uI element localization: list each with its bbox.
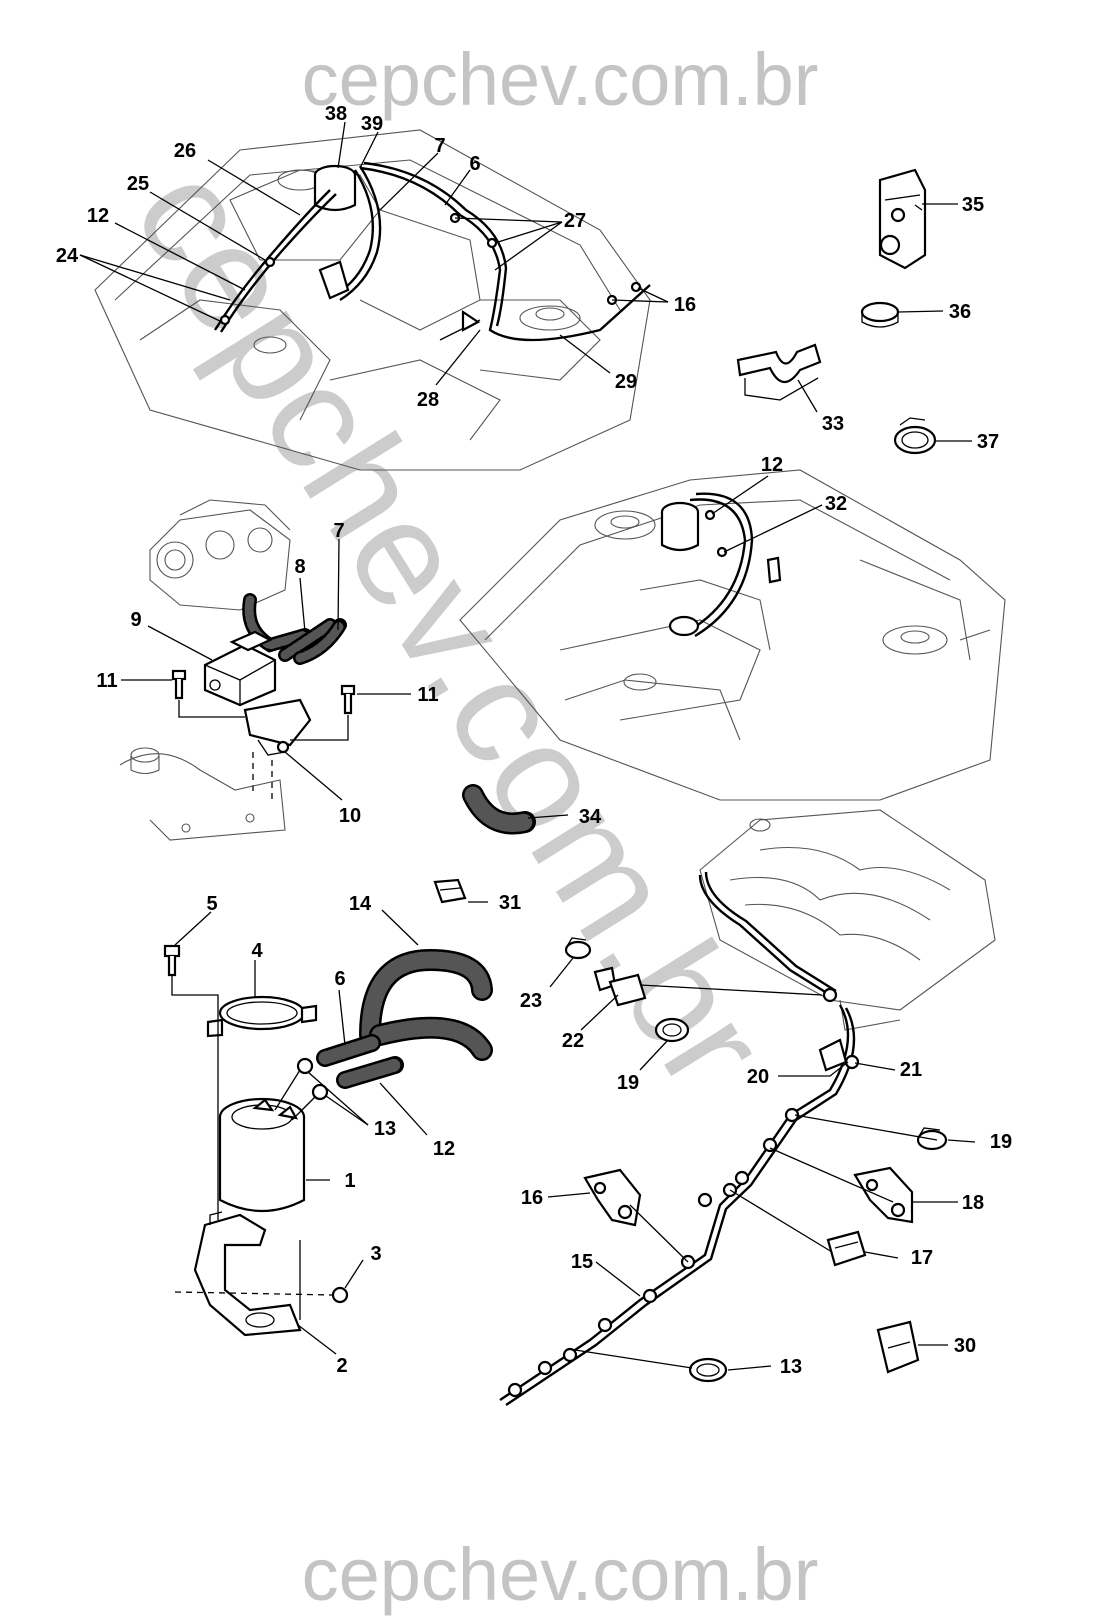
callout-29: 29: [615, 371, 637, 393]
callout-1: 1: [344, 1170, 355, 1192]
canister-body-top: [313, 175, 357, 212]
callout-16-top: 16: [674, 294, 696, 316]
callout-28: 28: [417, 389, 439, 411]
clamp-part23: [564, 937, 592, 960]
canister-part1: [218, 1097, 306, 1213]
callout-19-left: 19: [617, 1072, 639, 1094]
bracket-part10: [243, 698, 312, 756]
callout-11-left: 11: [96, 670, 117, 692]
callout-24: 24: [56, 245, 79, 267]
hose-route-6: [359, 166, 651, 342]
bracket-part33: [736, 343, 822, 401]
callout-13-left: 13: [374, 1118, 396, 1140]
callout-38: 38: [325, 103, 347, 125]
callout-labels: 38 39 7 6 26 25 12 24 27 16 28 29 35 36 …: [56, 103, 1012, 1378]
callout-8: 8: [294, 556, 305, 578]
watermark-bottom: cepchev.com.br: [302, 1533, 819, 1616]
callout-25: 25: [127, 173, 149, 195]
callout-10: 10: [339, 805, 361, 827]
clip-part30: [876, 1320, 920, 1374]
callout-3: 3: [370, 1243, 381, 1265]
callout-35: 35: [962, 194, 984, 216]
callout-39: 39: [361, 113, 383, 135]
clamp-part36: [860, 301, 900, 328]
callout-5: 5: [206, 893, 217, 915]
fitting-part13-left: [296, 1057, 329, 1101]
callout-11-right: 11: [417, 684, 438, 706]
hose-route-7: [334, 169, 375, 297]
callout-6-bottom: 6: [334, 968, 345, 990]
clamp-part37: [893, 417, 937, 455]
callout-22: 22: [562, 1030, 584, 1052]
callout-26: 26: [174, 140, 196, 162]
callout-19-right: 19: [990, 1131, 1012, 1153]
screw-part11-right: [340, 684, 356, 715]
engine-bay-top-view: [94, 129, 651, 471]
fuel-line-part15: [499, 1004, 850, 1401]
watermark-top: cepchev.com.br: [302, 38, 819, 121]
nut-part3: [331, 1286, 349, 1304]
callout-16-bottom: 16: [521, 1187, 543, 1209]
clip-part17: [826, 1230, 867, 1267]
throttle-body-background: [149, 499, 291, 611]
callout-17: 17: [911, 1247, 933, 1269]
mounting-base-background: [119, 747, 286, 841]
hose-route-32: [689, 498, 747, 632]
clamp-part19-right: [916, 1127, 948, 1151]
callout-15: 15: [571, 1251, 593, 1273]
callout-31: 31: [499, 892, 521, 914]
bracket-part2: [193, 1211, 302, 1337]
clip-part35: [878, 168, 927, 270]
callout-7-top: 7: [434, 135, 445, 157]
callout-23: 23: [520, 990, 542, 1012]
callout-34: 34: [579, 806, 602, 828]
callout-6-top: 6: [469, 153, 480, 175]
clip-part16-bottom: [583, 1168, 642, 1227]
clamp-part13-bottom: [688, 1357, 728, 1383]
solenoid-valve-part9: [203, 630, 277, 707]
callout-7-mid: 7: [333, 520, 344, 542]
callout-30: 30: [954, 1335, 976, 1357]
callout-12-bottom: 12: [433, 1138, 455, 1160]
callout-9: 9: [130, 609, 141, 631]
hose-route-26: [213, 189, 331, 331]
clamp-part19-left: [654, 1017, 690, 1043]
callout-12-top: 12: [87, 205, 109, 227]
filter-part22: [593, 966, 647, 1007]
callout-18: 18: [962, 1192, 984, 1214]
leader-lines: [79, 121, 976, 1371]
callout-33: 33: [822, 413, 844, 435]
callout-20: 20: [747, 1066, 769, 1088]
callout-21: 21: [900, 1059, 922, 1081]
screw-part11-left: [171, 669, 187, 700]
clip-part18: [853, 1166, 914, 1224]
strap-part4: [206, 995, 318, 1038]
callout-2: 2: [336, 1355, 347, 1377]
bolt-part5: [163, 944, 181, 977]
callout-13-bottom: 13: [780, 1356, 802, 1378]
clip-part31: [433, 878, 467, 904]
callout-37: 37: [977, 431, 999, 453]
callout-14: 14: [349, 893, 372, 915]
callout-12-mid: 12: [761, 454, 783, 476]
callout-36: 36: [949, 301, 971, 323]
callout-27: 27: [564, 210, 586, 232]
callout-32: 32: [825, 493, 847, 515]
callout-4: 4: [251, 940, 263, 962]
